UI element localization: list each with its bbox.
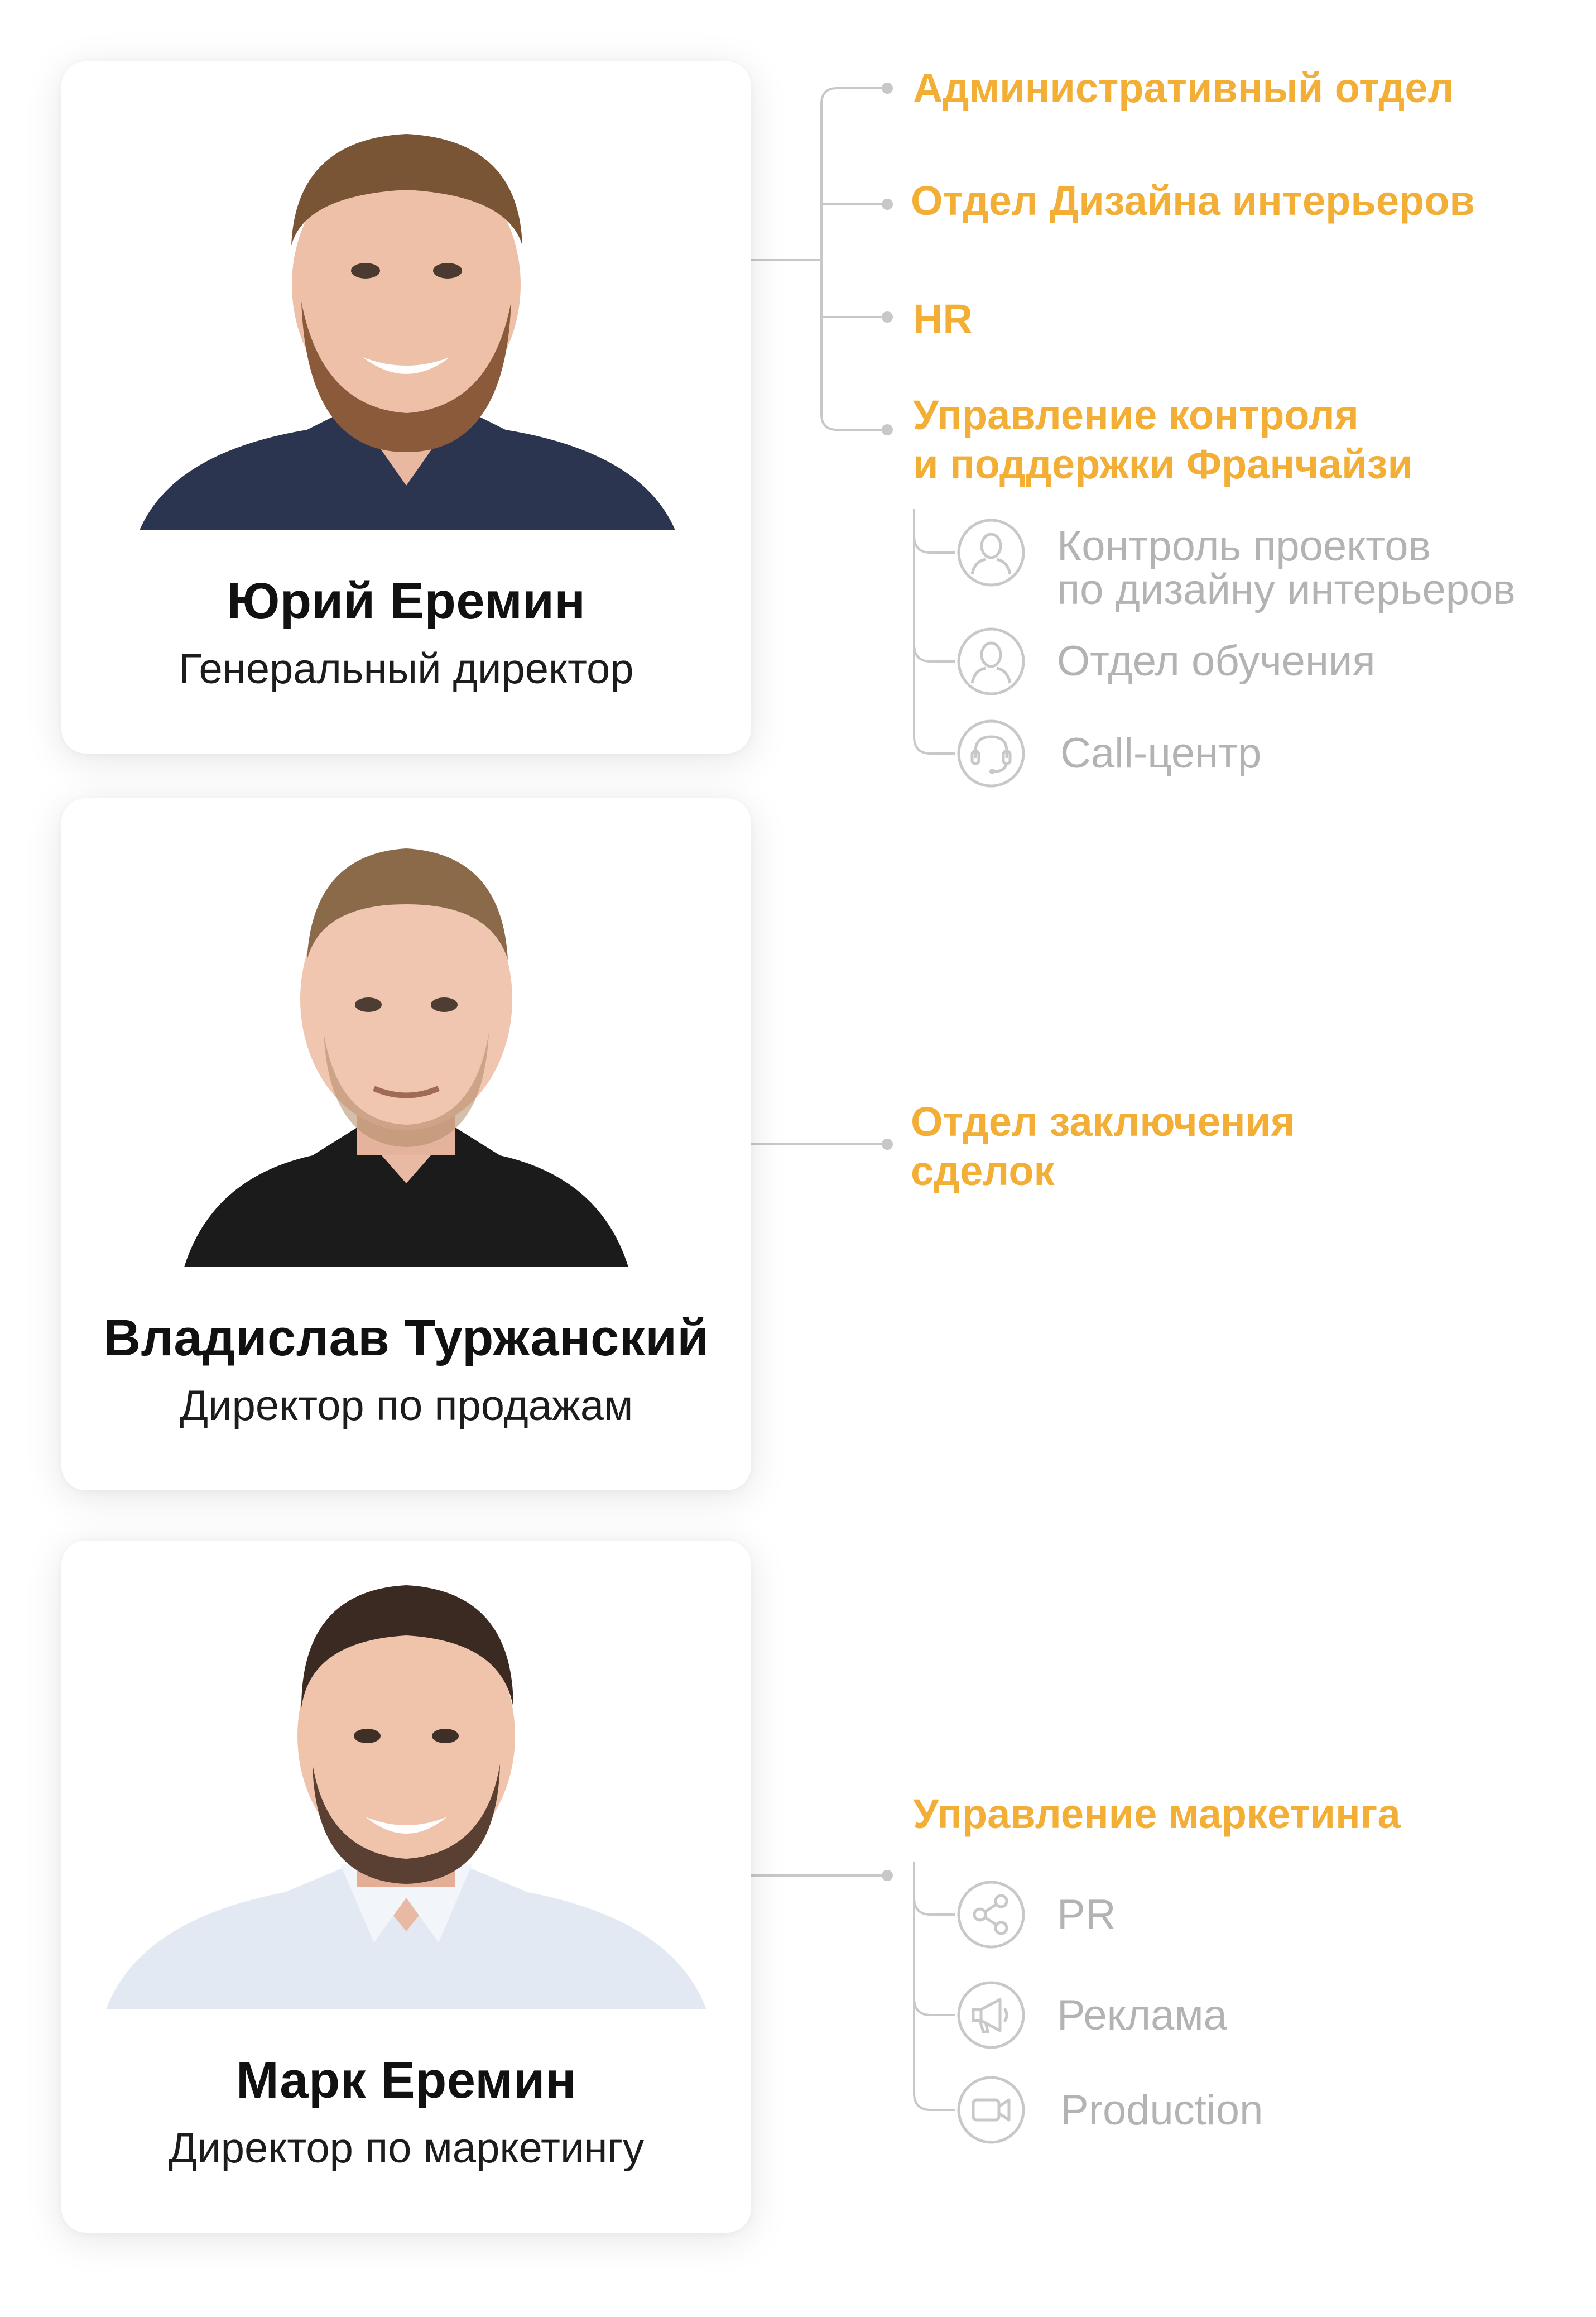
subunit-label-line: Контроль проектов — [1057, 522, 1431, 570]
subunit-design-control: Контроль проектов по дизайну интерьеров — [1057, 525, 1516, 612]
megaphone-icon — [957, 1981, 1025, 2049]
subunit-advertising: Реклама — [1057, 1992, 1227, 2039]
person-role: Директор по маркетингу — [168, 2124, 645, 2172]
person-name: Юрий Еремин — [227, 573, 586, 630]
subunit-training: Отдел обучения — [1057, 637, 1376, 685]
department-administrative: Административный отдел — [913, 65, 1454, 111]
person-role: Генеральный директор — [179, 645, 634, 693]
department-label-line: Отдел заключения — [911, 1098, 1295, 1145]
department-label-line: Управление контроля — [913, 392, 1359, 438]
person-card-general-director: Юрий Еремин Генеральный директор — [61, 61, 751, 754]
subunit-label-line: по дизайну интерьеров — [1057, 566, 1516, 613]
department-marketing: Управление маркетинга — [913, 1791, 1401, 1837]
person-icon — [957, 519, 1025, 587]
person-name: Марк Еремин — [236, 2052, 576, 2109]
share-icon — [957, 1881, 1025, 1949]
person-role: Директор по продажам — [179, 1382, 633, 1429]
department-interior-design: Отдел Дизайна интерьеров — [911, 178, 1475, 224]
department-label-line: и поддержки Франчайзи — [913, 441, 1413, 487]
person-card-marketing-director: Марк Еремин Директор по маркетингу — [61, 1541, 751, 2233]
person-card-sales-director: Владислав Туржанский Директор по продажа… — [61, 798, 751, 1490]
subunit-pr: PR — [1057, 1891, 1116, 1939]
person-icon — [957, 627, 1025, 695]
video-camera-icon — [957, 2076, 1025, 2144]
person-name: Владислав Туржанский — [103, 1309, 709, 1366]
subunit-production: Production — [1060, 2086, 1263, 2134]
department-franchise-control: Управление контроля и поддержки Франчайз… — [913, 391, 1413, 489]
subunit-call-center: Call-центр — [1060, 730, 1262, 777]
person-photo — [61, 798, 751, 1267]
department-hr: HR — [913, 296, 973, 342]
person-photo — [61, 1541, 751, 2009]
department-label-line: сделок — [911, 1148, 1055, 1194]
headset-icon — [957, 719, 1025, 788]
department-deals: Отдел заключения сделок — [911, 1097, 1295, 1196]
person-photo — [61, 61, 751, 530]
